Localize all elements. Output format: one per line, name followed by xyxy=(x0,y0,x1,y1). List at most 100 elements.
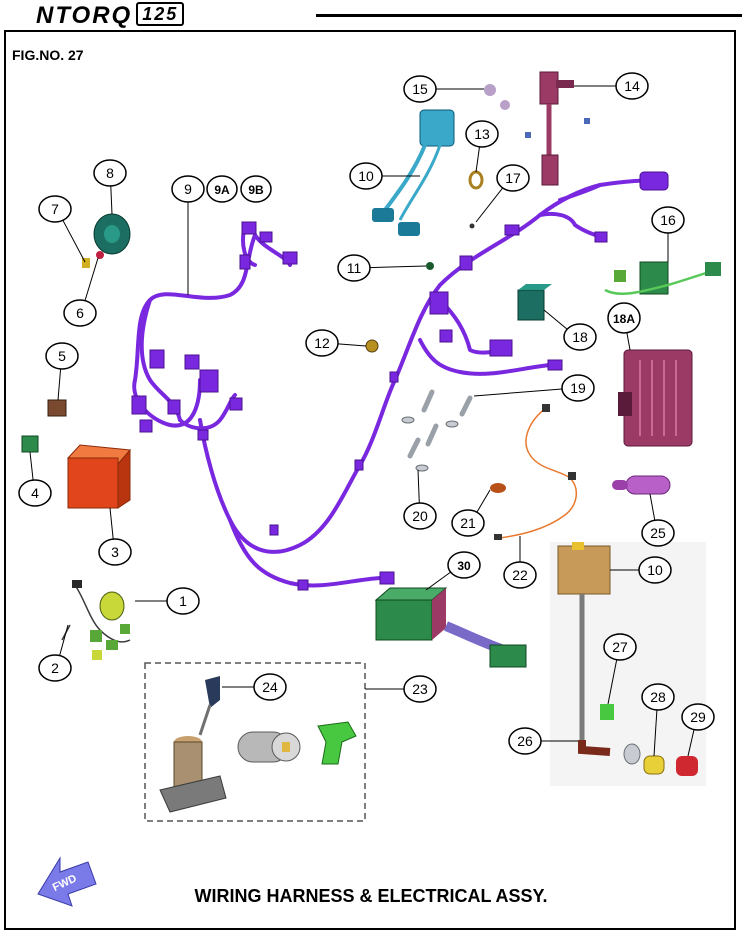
callout-bubble xyxy=(38,195,72,223)
callout-16: 16 xyxy=(651,206,685,262)
callout-leader-line xyxy=(62,220,86,263)
callout-17: 17 xyxy=(475,164,530,223)
callout-9: 9 xyxy=(171,175,205,295)
callout-bubble xyxy=(403,75,437,103)
part-6-7-horn-fasteners xyxy=(82,251,104,268)
part-10-tan-unit xyxy=(557,542,611,740)
callout-bubble xyxy=(403,675,437,703)
callout-label: 19 xyxy=(570,380,586,396)
callout-bubble xyxy=(240,175,272,203)
part-23-lock-set-box xyxy=(144,662,366,822)
callout-label: 24 xyxy=(262,679,278,695)
callout-bubble xyxy=(337,254,371,282)
callout-3: 3 xyxy=(98,507,132,566)
callout-label: 5 xyxy=(58,348,66,364)
callout-leader-line xyxy=(476,489,491,513)
callout-label: 18 xyxy=(572,329,588,345)
callout-leader-line xyxy=(337,343,367,347)
callout-label: 8 xyxy=(106,165,114,181)
callout-26: 26 xyxy=(508,727,578,755)
callout-5: 5 xyxy=(45,342,79,401)
callout-label: 3 xyxy=(111,544,119,560)
callout-bubble xyxy=(206,175,238,203)
part-28-cap xyxy=(623,743,665,775)
callout-29: 29 xyxy=(681,703,715,757)
callout-10: 10 xyxy=(610,556,672,584)
callout-bubble xyxy=(563,323,597,351)
callout-bubble xyxy=(166,587,200,615)
part-1-sub-harness xyxy=(72,580,131,660)
callout-9a: 9A xyxy=(206,175,238,203)
callout-leader-line xyxy=(109,507,114,540)
callout-bubble xyxy=(638,556,672,584)
callout-bubble xyxy=(503,561,537,589)
callout-27: 27 xyxy=(603,633,637,705)
callout-22: 22 xyxy=(503,536,537,589)
part-23-clip xyxy=(317,721,357,765)
callout-label: 21 xyxy=(460,515,476,531)
callout-18: 18 xyxy=(543,309,597,351)
part-15-clips xyxy=(484,84,590,138)
callout-label: 6 xyxy=(76,305,84,321)
part-10-ignition-coil xyxy=(372,109,455,236)
callout-15: 15 xyxy=(403,75,484,103)
callout-label: 9B xyxy=(248,183,264,197)
figure-number: FIG.NO. 27 xyxy=(12,47,84,63)
callout-bubble xyxy=(447,551,481,579)
callout-label: 9A xyxy=(214,183,230,197)
part-18a-ecu xyxy=(618,349,693,447)
callout-leader-line xyxy=(473,388,563,397)
callout-leader-line xyxy=(687,729,695,757)
callout-leader-line xyxy=(425,571,451,591)
callout-9b: 9B xyxy=(240,175,272,203)
part-24-key xyxy=(198,676,220,736)
callout-30: 30 xyxy=(425,551,481,591)
callout-leader-line xyxy=(653,709,658,757)
callout-18a: 18A xyxy=(607,302,641,351)
header-rule xyxy=(316,14,742,17)
callout-leader-line xyxy=(475,187,504,223)
callout-4: 4 xyxy=(18,451,52,507)
callout-bubble xyxy=(171,175,205,203)
callout-bubble xyxy=(561,374,595,402)
callout-label: 9 xyxy=(184,181,192,197)
callout-leader-line xyxy=(543,309,568,330)
callout-leader-line xyxy=(110,185,113,215)
callout-leader-line xyxy=(369,265,427,269)
callout-leader-line xyxy=(626,332,631,351)
part-8-horn xyxy=(93,213,131,255)
callout-2: 2 xyxy=(38,624,72,682)
callout-label: 12 xyxy=(314,335,330,351)
callout-leader-line xyxy=(59,624,69,656)
callout-label: 28 xyxy=(650,689,666,705)
callout-label: 14 xyxy=(624,78,640,94)
part-26-boot xyxy=(578,740,611,756)
callout-label: 10 xyxy=(647,562,663,578)
part-4-relay xyxy=(21,435,39,453)
callout-label: 27 xyxy=(612,639,628,655)
callout-bubble xyxy=(508,727,542,755)
callout-label: 15 xyxy=(412,81,428,97)
part-5-relay xyxy=(47,399,67,417)
fwd-direction-arrow: FWD xyxy=(37,856,97,907)
callout-label: 17 xyxy=(505,170,521,186)
callout-bubble xyxy=(641,683,675,711)
part-23-ignition-lock-body xyxy=(159,736,227,813)
callout-label: 1 xyxy=(179,593,187,609)
callout-bubble xyxy=(349,162,383,190)
callout-leader-line xyxy=(607,659,618,705)
part-23-seat-lock-barrel xyxy=(237,731,301,763)
callout-leader-line xyxy=(417,469,420,504)
callout-bubble xyxy=(451,509,485,537)
callout-bubble xyxy=(38,654,72,682)
callout-23: 23 xyxy=(365,675,437,703)
callout-6: 6 xyxy=(63,257,99,327)
callout-leader-line xyxy=(84,257,99,301)
callout-leader-line xyxy=(29,451,34,481)
part-22-wire xyxy=(494,404,577,540)
callout-24: 24 xyxy=(222,673,287,701)
part-20-washers xyxy=(401,416,459,472)
